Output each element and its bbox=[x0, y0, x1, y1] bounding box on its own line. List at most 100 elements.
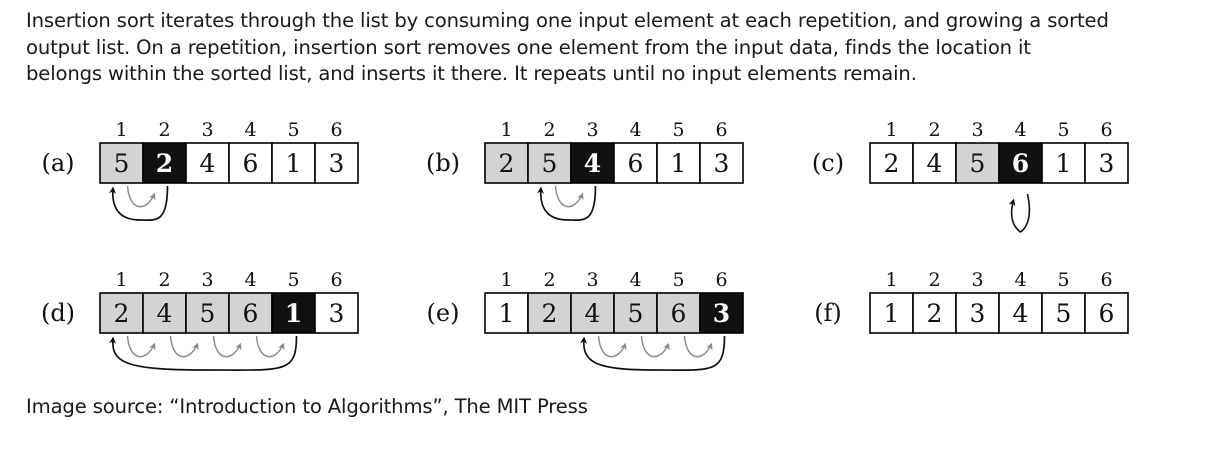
index-label: 4 bbox=[629, 269, 641, 291]
self-arrow bbox=[1008, 193, 1031, 233]
array-cell bbox=[1084, 142, 1129, 184]
sorted-cell bbox=[955, 142, 1000, 184]
panel-label: (b) bbox=[426, 149, 460, 177]
cell-value: 5 bbox=[114, 149, 130, 178]
array-cell bbox=[271, 142, 316, 184]
cell-value: 3 bbox=[329, 299, 345, 328]
cell-value: 5 bbox=[542, 149, 558, 178]
shift-arrow bbox=[126, 335, 156, 358]
shift-arrow bbox=[597, 335, 627, 358]
index-label: 4 bbox=[629, 119, 641, 141]
cell-value: 5 bbox=[1056, 299, 1072, 328]
insert-arrow bbox=[109, 335, 298, 371]
index-label: 1 bbox=[500, 119, 512, 141]
index-label: 3 bbox=[586, 119, 598, 141]
index-label: 2 bbox=[158, 119, 170, 141]
index-label: 3 bbox=[586, 269, 598, 291]
cell-value: 2 bbox=[884, 149, 900, 178]
index-label: 5 bbox=[287, 269, 299, 291]
sorted-cell bbox=[99, 292, 144, 334]
panel-label: (c) bbox=[812, 149, 844, 177]
sorted-cell bbox=[484, 142, 529, 184]
panel-label: (f) bbox=[814, 299, 842, 327]
index-label: 3 bbox=[971, 119, 983, 141]
cell-value: 1 bbox=[286, 149, 302, 178]
key-cell bbox=[271, 292, 316, 334]
cell-value: 3 bbox=[713, 299, 730, 328]
index-label: 5 bbox=[672, 269, 684, 291]
cell-value: 6 bbox=[243, 299, 259, 328]
array-cell bbox=[314, 292, 359, 334]
index-label: 5 bbox=[672, 119, 684, 141]
index-label: 4 bbox=[244, 119, 256, 141]
index-label: 3 bbox=[201, 269, 213, 291]
key-cell bbox=[699, 292, 744, 334]
cell-value: 1 bbox=[884, 299, 900, 328]
sorted-cell bbox=[228, 292, 273, 334]
index-label: 6 bbox=[330, 269, 342, 291]
index-label: 2 bbox=[543, 269, 555, 291]
cell-value: 4 bbox=[585, 299, 601, 328]
cell-value: 4 bbox=[584, 149, 601, 178]
cell-value: 6 bbox=[243, 149, 259, 178]
shift-arrow bbox=[169, 335, 199, 358]
index-label: 1 bbox=[500, 269, 512, 291]
index-label: 2 bbox=[928, 269, 940, 291]
cell-value: 3 bbox=[970, 299, 986, 328]
cell-value: 2 bbox=[156, 149, 173, 178]
array-cell bbox=[1041, 292, 1086, 334]
index-label: 6 bbox=[330, 119, 342, 141]
array-cell bbox=[998, 292, 1043, 334]
index-label: 4 bbox=[244, 269, 256, 291]
shift-arrow bbox=[640, 335, 670, 358]
index-label: 4 bbox=[1014, 269, 1026, 291]
panel-label: (d) bbox=[41, 299, 75, 327]
shift-arrow bbox=[554, 185, 584, 208]
index-label: 5 bbox=[287, 119, 299, 141]
sorted-cell bbox=[185, 292, 230, 334]
array-cell bbox=[912, 292, 957, 334]
index-label: 6 bbox=[715, 269, 727, 291]
cell-value: 4 bbox=[157, 299, 173, 328]
cell-value: 5 bbox=[200, 299, 216, 328]
cell-value: 4 bbox=[200, 149, 216, 178]
index-label: 6 bbox=[715, 119, 727, 141]
insert-arrow bbox=[109, 185, 169, 221]
array-cell bbox=[314, 142, 359, 184]
cell-value: 6 bbox=[1099, 299, 1115, 328]
cell-value: 4 bbox=[1013, 299, 1029, 328]
index-label: 6 bbox=[1100, 119, 1112, 141]
cell-value: 3 bbox=[714, 149, 730, 178]
cell-value: 1 bbox=[671, 149, 687, 178]
array-cell bbox=[656, 142, 701, 184]
cell-value: 5 bbox=[970, 149, 986, 178]
description-line: output list. On a repetition, insertion … bbox=[26, 35, 1031, 59]
index-label: 5 bbox=[1057, 119, 1069, 141]
index-label: 1 bbox=[115, 119, 127, 141]
index-label: 4 bbox=[1014, 119, 1026, 141]
description-line: belongs within the sorted list, and inse… bbox=[26, 62, 917, 85]
cell-value: 2 bbox=[114, 299, 130, 328]
sorted-cell bbox=[656, 292, 701, 334]
cell-value: 5 bbox=[628, 299, 644, 328]
sorted-cell bbox=[613, 292, 658, 334]
index-label: 3 bbox=[971, 269, 983, 291]
sorted-cell bbox=[527, 292, 572, 334]
index-label: 3 bbox=[201, 119, 213, 141]
index-label: 2 bbox=[928, 119, 940, 141]
insert-arrow bbox=[537, 185, 597, 221]
shift-arrow bbox=[126, 185, 156, 208]
cell-value: 1 bbox=[1056, 149, 1072, 178]
shift-arrow bbox=[255, 335, 285, 358]
image-source-caption: Image source: “Introduction to Algorithm… bbox=[26, 395, 588, 418]
cell-value: 4 bbox=[927, 149, 943, 178]
cell-value: 6 bbox=[671, 299, 687, 328]
array-cell bbox=[185, 142, 230, 184]
shift-arrow bbox=[212, 335, 242, 358]
key-cell bbox=[998, 142, 1043, 184]
